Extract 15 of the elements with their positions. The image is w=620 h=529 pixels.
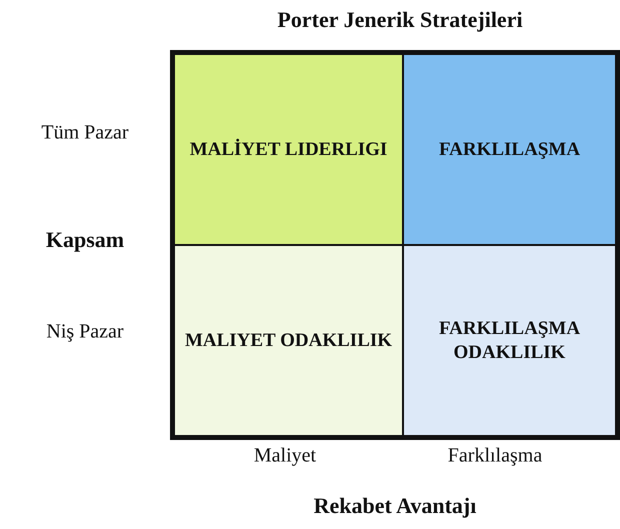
cell-text: FARKLILAŞMA ODAKLILIK — [438, 316, 582, 364]
title: Porter Jenerik Stratejileri — [277, 7, 523, 33]
cell-text: MALİYET LIDERLIGI — [188, 138, 388, 162]
row-label: Tüm Pazar — [41, 122, 129, 144]
column-label: Maliyet — [254, 444, 316, 468]
column-label: Farklılaşma — [448, 444, 542, 468]
axis-title: Rekabet Avantajı — [314, 493, 476, 519]
row-label: Niş Pazar — [46, 320, 124, 344]
matrix-cell — [403, 54, 616, 245]
cell-text: FARKLILAŞMA — [438, 138, 582, 162]
matrix-cell — [174, 54, 403, 245]
matrix-cell — [403, 245, 616, 436]
cell-text: MALIYET ODAKLILIK — [184, 328, 394, 352]
matrix-cell — [174, 245, 403, 436]
axis-title: Kapsam — [46, 227, 124, 253]
